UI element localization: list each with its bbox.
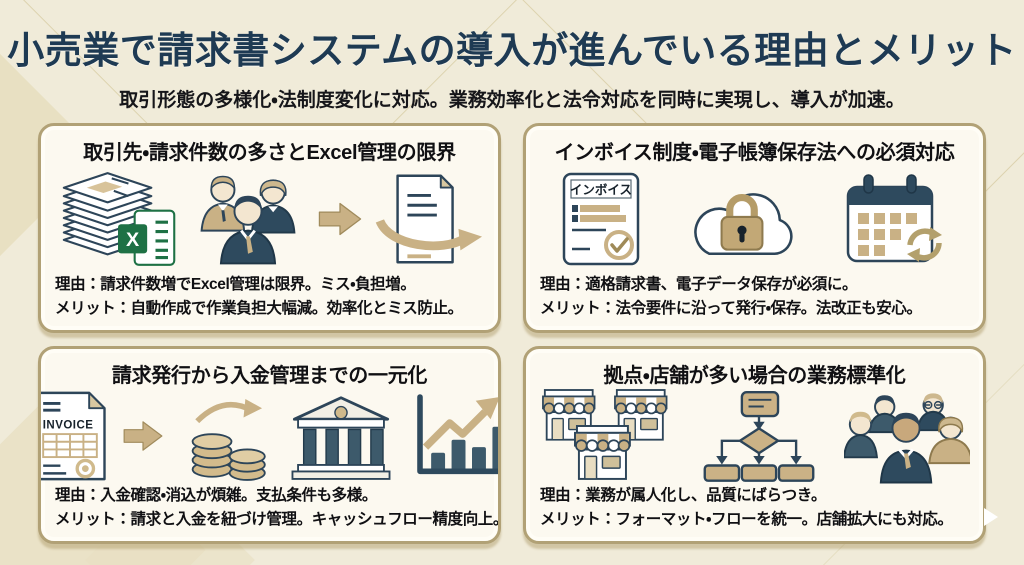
card-icon-row: X (49, 165, 490, 273)
flowchart-icon (703, 391, 814, 482)
card-icon-row: インボイス (534, 165, 975, 273)
invoice-jp-label: インボイス (569, 182, 631, 197)
document-flow-icon (375, 174, 482, 264)
invoice-paper-icon: INVOICE (41, 391, 106, 481)
calendar-refresh-icon (846, 174, 942, 263)
card-reason: 理由：入金確認・消込が煩雑。支払条件も多様。 (55, 486, 377, 504)
arrow-right-icon (123, 421, 162, 451)
card-merit: メリット：自動作成で作業負担大幅減。効率化とミス防止。 (55, 299, 463, 317)
card-reason: 理由：適格請求書、電子データ保存が必須に。 (540, 275, 858, 293)
card-grid: 取引先・請求件数の多さとExcel管理の限界 X (38, 123, 986, 544)
invoice-en-label: INVOICE (42, 419, 93, 431)
cursor-pointer-decor (984, 508, 998, 526)
card-merit: メリット：フォーマット・フローを統一。店舗拡大にも対応。 (540, 510, 953, 528)
card-reason: 理由：業務が属人化し、品質にばらつき。 (540, 486, 827, 504)
team-people-icon (843, 393, 970, 484)
coins-icon (191, 398, 266, 481)
card-payment-unification: 請求発行から入金管理までの一元化 INVOICE (38, 346, 501, 544)
card-reason: 理由：請求件数増でExcel管理は限界。ミス・負担増。 (55, 275, 416, 293)
card-title: 拠点・店舗が多い場合の業務標準化 (603, 365, 906, 387)
cloud-lock-icon (693, 193, 793, 256)
business-people-icon (200, 175, 295, 265)
card-title: インボイス制度・電子帳簿保存法への必須対応 (554, 142, 955, 164)
header: 小売業で請求書システムの導入が進んでいる理由とメリット 取引形態の多様化・法制度… (0, 20, 1024, 112)
excel-x-label: X (125, 229, 139, 251)
invoice-document-icon: インボイス (562, 172, 639, 266)
card-icon-row: INVOICE (41, 388, 498, 484)
bank-icon (291, 396, 390, 480)
growth-chart-icon (416, 394, 498, 475)
page-title: 小売業で請求書システムの導入が進んでいる理由とメリット (7, 30, 1017, 71)
storefronts-icon (541, 389, 667, 480)
card-merit: メリット：法令要件に沿って発行・保存。法改正も安心。 (540, 299, 922, 317)
card-title: 取引先・請求件数の多さとExcel管理の限界 (83, 142, 456, 164)
card-excel-limit: 取引先・請求件数の多さとExcel管理の限界 X (38, 123, 501, 333)
card-merit: メリット：請求と入金を紐づけ管理。キャッシュフロー精度向上。 (55, 510, 501, 528)
paper-stack-excel-icon: X (62, 172, 175, 266)
card-icon-row (534, 388, 975, 484)
page-subtitle: 取引形態の多様化・法制度変化に対応。業務効率化と法令対応を同時に実現し、導入が加… (119, 90, 905, 111)
card-standardization: 拠点・店舗が多い場合の業務標準化 (523, 346, 986, 544)
arrow-right-icon (318, 202, 361, 236)
card-title: 請求発行から入金管理までの一元化 (111, 365, 428, 387)
card-invoice-law: インボイス制度・電子帳簿保存法への必須対応 インボイス (523, 123, 986, 333)
